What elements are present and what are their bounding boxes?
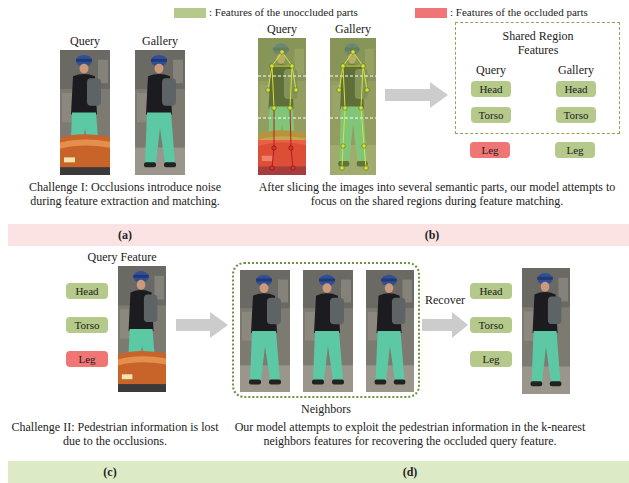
legend-swatch [174,8,206,18]
feature-box: Leg [555,142,595,158]
feature-label: Torso [479,318,504,332]
feature-box: Head [471,81,511,97]
feature-box: Head [66,283,108,299]
legend-text: : Features of the occluded parts [450,5,588,20]
panel-label: Gallery [323,22,383,36]
caption-text: Challenge I: Occlusions introduce noise … [12,180,238,208]
group-label: Neighbors [234,402,418,416]
feature-label: Torso [564,108,589,122]
feature-box: Leg [66,351,108,367]
feature-label: Leg [482,352,499,366]
panel-letter: (d) [380,464,440,480]
panel-band: (c) (d) [8,461,629,483]
feature-label: Torso [479,108,504,122]
feature-box: Head [470,283,512,299]
feature-label: Head [479,284,502,298]
panel-label: Query Feature [72,250,172,264]
column-header: Gallery [546,63,606,77]
feature-box: Head [556,81,596,97]
box-heading: Shared Region Features [496,29,580,57]
feature-box: Torso [470,317,512,333]
feature-label: Head [564,82,587,96]
panel-label: Gallery [130,34,190,48]
shared-region-box: Shared Region FeaturesQuery GalleryHead He… [455,22,620,134]
panel-letter: (a) [95,227,155,243]
caption-text: Our model attempts to exploit the pedest… [231,420,589,448]
feature-label: Leg [78,352,95,366]
feature-box: Leg [470,351,512,367]
feature-label: Head [479,82,502,96]
panel-letter: (b) [402,227,462,243]
feature-box: Torso [471,107,511,123]
feature-label: Leg [566,143,583,157]
feature-box: Torso [66,317,108,333]
feature-box: Torso [556,107,596,123]
feature-label: Head [75,284,98,298]
legend-text: : Features of the unoccluded parts [209,5,358,20]
neighbors-box: Neighbors [232,262,420,398]
feature-box: Leg [470,142,510,158]
feature-label: Leg [481,143,498,157]
arrow-label: Recover [423,293,467,307]
column-header: Query [461,63,521,77]
panel-label: Query [252,22,312,36]
panel-band: (a) (b) [8,224,629,246]
panel-letter: (c) [80,464,140,480]
panel-label: Query [55,34,115,48]
legend-swatch [415,8,447,18]
block-arrow [422,312,468,338]
feature-label: Torso [75,318,100,332]
caption-text: Challenge II: Pedestrian information is … [8,420,222,448]
caption-text: After slicing the images into several se… [256,180,618,208]
